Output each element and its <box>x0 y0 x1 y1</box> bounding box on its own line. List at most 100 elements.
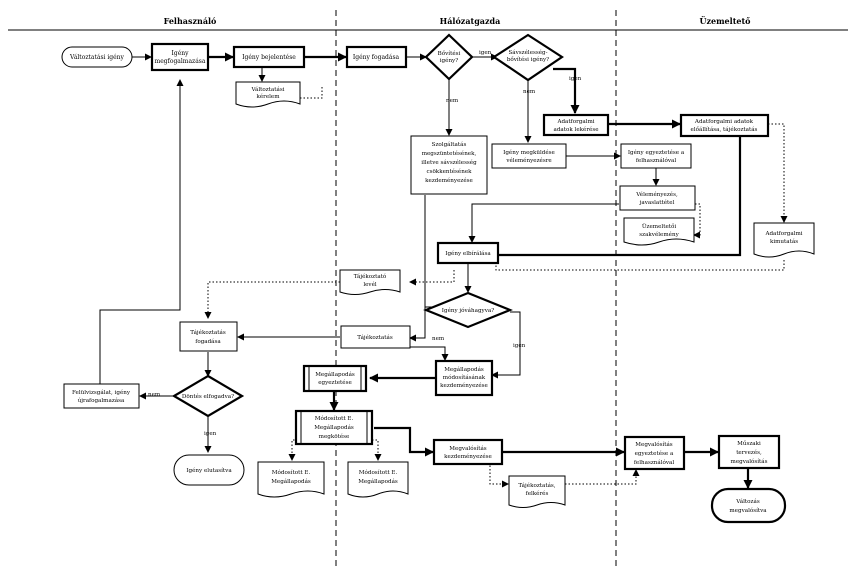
felulvizsgalat-line-2: újrafogalmazása <box>78 397 125 404</box>
savszelesseg-bovitesi-decision: Sávszélesség- bővítési igény? <box>492 33 564 82</box>
tajekoztatas-fogadasa-node: Tájékoztatás fogadása <box>179 321 238 352</box>
lane-headers: Felhasználó Hálózatgazda Üzemeltető <box>164 16 752 26</box>
felulvizsgalat-node: Felülvizsgálat, igény újrafogalmazása <box>63 383 140 409</box>
muszaki-line-2: tervezés, <box>736 449 762 456</box>
lane-header-operator: Üzemeltető <box>699 16 751 26</box>
edge-label-nem-1: nem <box>446 98 459 104</box>
kezdemenyezese-line-1: Megvalósítás <box>449 445 487 452</box>
igeny-megfogalmazasa-line-2: megfogalmazása <box>155 58 206 65</box>
megvalositas-kezdemenyezese-node: Megvalósítás kezdeményezése <box>432 438 504 466</box>
muszaki-tervezes-node: Műszaki tervezés, megvalósítás <box>717 434 781 470</box>
megkuldese-line-2: véleményezésre <box>505 157 552 164</box>
felulvizsgalat-line-1: Felülvizsgálat, igény <box>72 389 131 396</box>
velemenyezes-line-2: javaslattétel <box>639 199 675 206</box>
megallapodas-egyeztetese-line-2: egyeztetése <box>318 379 352 386</box>
start-terminator-node: Változtatási igény <box>61 46 133 68</box>
egyeztetese-line-2: felhasználóval <box>636 157 677 164</box>
adatforgalmi-adatok-lekerese-node: Adatforgalmi adatok lekérése <box>542 113 610 137</box>
tajekoztatas-felkeres-document: Tájékoztatás, felkérés <box>508 475 566 508</box>
bovitesi-igeny-decision: Bővítési igény? <box>424 33 474 81</box>
valtoztatasi-kerelem-line-2: kérelem <box>256 93 280 100</box>
lane-header-user: Felhasználó <box>164 16 217 26</box>
swimlane-frame <box>8 10 848 570</box>
megvalositas-egyeztetese-line-3: felhasználóval <box>634 459 675 466</box>
velemenyezes-node: Véleményezés, javaslattétel <box>619 185 696 211</box>
kimutatas-line-2: kimutatás <box>770 238 798 245</box>
tajekoztato-level-line-2: levél <box>363 281 377 288</box>
edge-label-igen-3: igen <box>513 343 526 349</box>
eloallitasa-line-1: Adatforgalmi adatok <box>694 119 754 125</box>
uzemeltetoi-szakvelemeny-document: Üzemeltetői szakvélemény <box>623 217 695 246</box>
megkotese-line-3: megkötése <box>319 433 350 440</box>
modositott-megallapodas-megkotese-node: Módosított E. Megállapodás megkötése <box>294 409 374 446</box>
szolgaltatas-line-4: csökkentésének <box>426 168 472 175</box>
igeny-bejelentese-node: Igény bejelentése <box>232 45 306 69</box>
tajekoztatas-label: Tájékoztatás <box>357 334 393 341</box>
szolgaltatas-line-1: Szolgáltatás <box>432 141 467 148</box>
igeny-elutasitva-terminator: Igény elutasítva <box>173 454 245 486</box>
megvalositas-egyeztetese-line-1: Megvalósítás <box>635 441 673 448</box>
muszaki-line-1: Műszaki <box>737 440 761 447</box>
megallapodas-modositasanak-node: Megállapodás módosításának kezdeményezés… <box>434 359 494 397</box>
megvalositva-line-1: Változás <box>735 498 760 505</box>
edge-label-igen-4: igen <box>204 431 217 437</box>
modositott-megallapodas-left-document: Módosított E. Megállapodás <box>257 461 325 498</box>
edge-label-nem-2: nem <box>523 89 536 95</box>
right-doc-line-2: Megállapodás <box>358 478 398 485</box>
eloallitasa-line-2: előállítása, tájékoztatás <box>691 126 758 133</box>
kezdemenyezese-line-2: kezdeményezése <box>444 453 492 460</box>
szolgaltatas-megszuntetes-node: Szolgáltatás megszüntetésének, illetve s… <box>410 135 488 195</box>
valtozas-megvalositva-terminator: Változás megvalósítva <box>710 487 787 524</box>
elbiralasa-label: Igény elbírálása <box>445 250 491 257</box>
igeny-megfogalmazasa-node: Igény megfogalmazása <box>150 42 210 72</box>
left-doc-line-2: Megállapodás <box>271 478 311 485</box>
savszelesseg-line-1: Sávszélesség- <box>508 49 547 56</box>
szakvelemeny-line-2: szakvélemény <box>639 231 679 238</box>
igeny-bejelentese-label: Igény bejelentése <box>242 54 296 61</box>
muszaki-line-3: megvalósítás <box>731 458 768 465</box>
edge-label-nem-4: nem <box>148 392 161 398</box>
bovitesi-igeny-line-1: Bővítési <box>438 50 461 57</box>
megkotese-line-2: Megállapodás <box>314 424 354 431</box>
modositott-megallapodas-right-document: Módosított E. Megállapodás <box>347 461 409 498</box>
szolgaltatas-line-2: megszüntetésének, <box>422 150 477 157</box>
fogadasa-line-2: fogadása <box>195 338 221 345</box>
felkeres-line-2: felkérés <box>526 490 549 497</box>
tajekoztato-level-document: Tájékoztató levél <box>339 269 401 295</box>
dontes-label: Döntés elfogadva? <box>182 393 234 400</box>
igeny-megfogalmazasa-line-1: Igény <box>171 50 189 57</box>
edge-label-igen-1: igen <box>479 50 492 56</box>
start-terminator-label: Változtatási igény <box>69 54 125 61</box>
igeny-fogadasa-label: Igény fogadása <box>353 54 400 61</box>
edge-label-igen-2: igen <box>569 76 582 82</box>
elutasitva-label: Igény elutasítva <box>186 467 232 474</box>
valtoztatasi-kerelem-line-1: Változtatási <box>250 86 284 93</box>
tajekoztato-level-line-1: Tájékoztató <box>354 273 387 280</box>
igeny-jovahagyva-decision: Igény jóváhagyva? <box>423 291 513 329</box>
modositasanak-line-3: kezdeményezése <box>440 382 488 389</box>
igeny-fogadasa-node: Igény fogadása <box>345 45 408 69</box>
felkeres-line-1: Tájékoztatás, <box>518 482 555 489</box>
szolgaltatas-line-3: illetve sávszélesség <box>421 159 477 166</box>
dontes-elfogadva-decision: Döntés elfogadva? <box>171 374 245 418</box>
megvalositva-line-2: megvalósítva <box>729 507 767 514</box>
megkuldese-line-1: Igény megküldése <box>503 149 555 156</box>
adatforgalmi-kimutatas-document: Adatforgalmi kimutatás <box>753 222 815 258</box>
megallapodas-egyeztetese-line-1: Megállapodás <box>315 371 355 378</box>
connectors <box>99 52 788 489</box>
megkotese-line-1: Módosított E. <box>315 415 354 422</box>
megallapodas-egyeztetese-node: Megállapodás egyeztetése <box>302 364 368 393</box>
adatok-lekerese-line-1: Adatforgalmi <box>556 119 594 125</box>
fogadasa-line-1: Tájékoztatás <box>190 329 226 336</box>
valtoztatasi-kerelem-document: Változtatási kérelem <box>235 81 301 108</box>
jovahagyva-label: Igény jóváhagyva? <box>442 307 494 314</box>
lane-header-network-admin: Hálózatgazda <box>440 16 501 26</box>
bovitesi-igeny-line-2: igény? <box>440 57 458 64</box>
modositasanak-line-1: Megállapodás <box>444 366 484 373</box>
adatok-lekerese-line-2: adatok lekérése <box>554 126 600 133</box>
savszelesseg-line-2: bővítési igény? <box>507 56 549 63</box>
tajekoztatas-node: Tájékoztatás <box>340 325 411 349</box>
egyeztetese-line-1: Igény egyeztetése a <box>628 149 685 156</box>
left-doc-line-1: Módosított E. <box>272 469 311 476</box>
